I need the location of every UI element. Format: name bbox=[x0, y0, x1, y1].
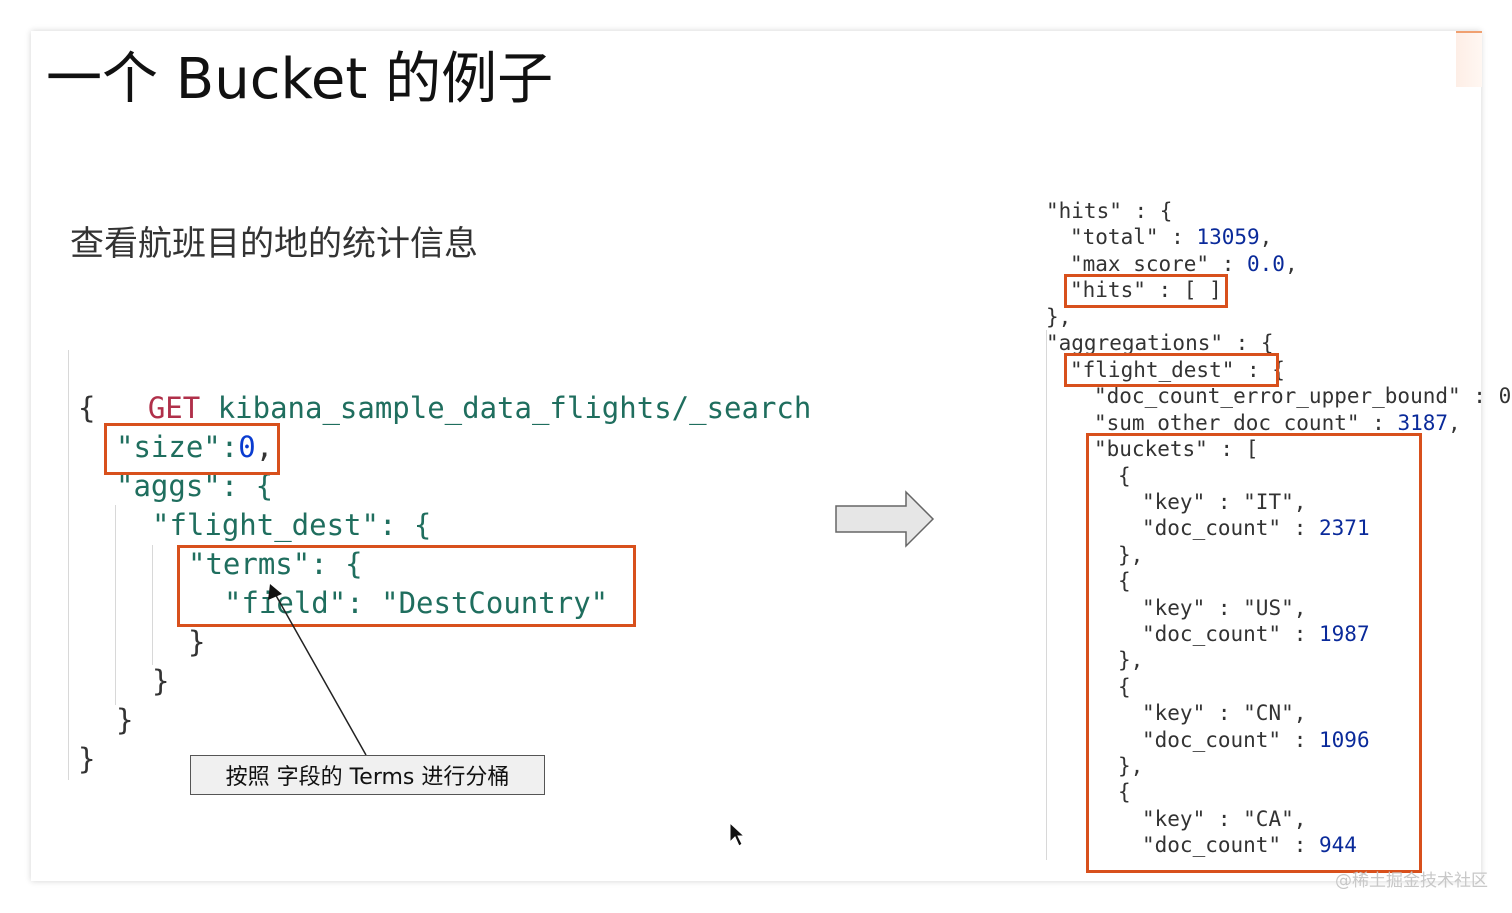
highlight-buckets-box bbox=[1086, 433, 1422, 873]
bucket-key: "key" : "US", bbox=[1142, 596, 1307, 620]
bucket-brace: { bbox=[1118, 569, 1131, 593]
bucket-key: "key" : "CN", bbox=[1142, 701, 1307, 725]
resp-aggregations: "aggregations" : { bbox=[1046, 331, 1274, 355]
code-indent-guide bbox=[115, 505, 116, 705]
highlight-flight-dest-box bbox=[1064, 353, 1279, 387]
code-line-terms: "terms": { bbox=[188, 547, 363, 581]
mouse-cursor-icon bbox=[729, 822, 746, 847]
response-indent-guide bbox=[1046, 330, 1047, 860]
code-line: { bbox=[78, 391, 96, 425]
resp-sum-other: "sum_other_doc_count" : 3187, bbox=[1094, 411, 1461, 435]
request-path: kibana_sample_data_flights/_search bbox=[217, 391, 812, 425]
highlight-hits-box bbox=[1064, 274, 1228, 308]
slide-subtitle: 查看航班目的地的统计信息 bbox=[70, 224, 478, 264]
bucket-brace: { bbox=[1118, 464, 1131, 488]
resp-flight-dest: "flight_dest" : { bbox=[1070, 358, 1285, 382]
highlight-size-box bbox=[104, 423, 280, 475]
highlight-terms-box bbox=[177, 545, 636, 627]
bucket-doc-count: "doc_count" : 944 bbox=[1142, 833, 1357, 857]
bucket-brace: }, bbox=[1118, 648, 1144, 672]
bucket-brace: { bbox=[1118, 780, 1131, 804]
code-line-flight-dest: "flight_dest": { bbox=[152, 508, 432, 542]
bucket-doc-count: "doc_count" : 2371 bbox=[1142, 516, 1370, 540]
bucket-key: "key" : "CA", bbox=[1142, 807, 1307, 831]
slide bbox=[31, 31, 1481, 881]
request-line: GET kibana_sample_data_flights/_search bbox=[78, 350, 811, 467]
resp-close: }, bbox=[1046, 305, 1072, 329]
arrow-right-icon bbox=[835, 490, 935, 548]
resp-total: "total" : 13059, bbox=[1070, 225, 1273, 249]
code-indent-guide bbox=[152, 545, 153, 665]
slide-corner-tab bbox=[1456, 31, 1482, 87]
bucket-brace: }, bbox=[1118, 754, 1144, 778]
bucket-doc-count: "doc_count" : 1096 bbox=[1142, 728, 1370, 752]
bucket-brace: { bbox=[1118, 675, 1131, 699]
code-line-field: "field": "DestCountry" bbox=[224, 586, 609, 620]
bucket-key: "key" : "IT", bbox=[1142, 490, 1307, 514]
resp-max-score: "max_score" : 0.0, bbox=[1070, 252, 1298, 276]
code-line: } bbox=[78, 742, 96, 776]
resp-hits-open: "hits" : { bbox=[1046, 199, 1173, 223]
resp-error-bound: "doc_count_error_upper_bound" : 0 bbox=[1094, 384, 1512, 408]
code-line-size: "size":0, bbox=[116, 430, 274, 464]
resp-inner-hits: "hits" : [ ] bbox=[1070, 278, 1222, 302]
code-line: } bbox=[116, 703, 134, 737]
bucket-brace: }, bbox=[1118, 543, 1144, 567]
watermark: @稀土掘金技术社区 bbox=[1335, 871, 1488, 891]
callout-label: 按照 字段的 Terms 进行分桶 bbox=[190, 755, 545, 795]
code-line: } bbox=[188, 625, 206, 659]
slide-title: 一个 Bucket 的例子 bbox=[46, 47, 554, 112]
resp-buckets-open: "buckets" : [ bbox=[1094, 437, 1259, 461]
code-line: } bbox=[152, 664, 170, 698]
bucket-doc-count: "doc_count" : 1987 bbox=[1142, 622, 1370, 646]
http-method: GET bbox=[147, 391, 201, 425]
code-gutter-line bbox=[68, 350, 69, 780]
